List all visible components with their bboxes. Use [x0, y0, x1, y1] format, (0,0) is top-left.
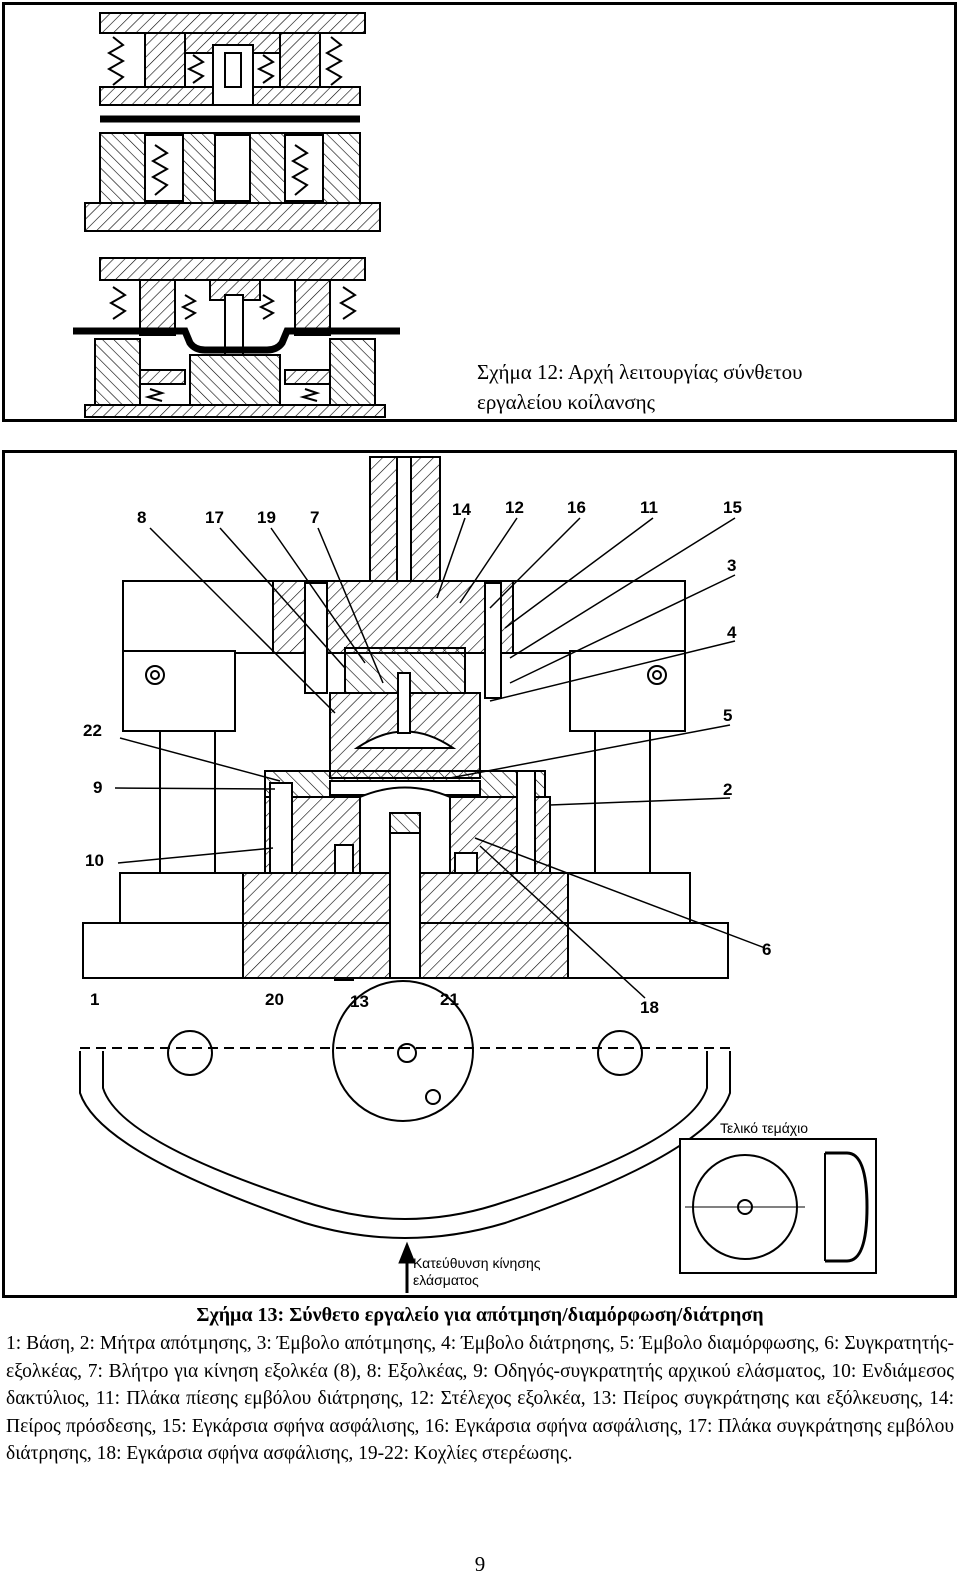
callout-9: 9: [93, 778, 102, 797]
callout-7: 7: [310, 508, 319, 527]
callout-2: 2: [723, 780, 732, 799]
strip-layout: [79, 980, 731, 1239]
figure-13-legend: 1: Βάση, 2: Μήτρα απότμησης, 3: Έμβολο α…: [6, 1333, 954, 1464]
tool-closed-state: [73, 257, 400, 418]
callout-3: 3: [727, 556, 736, 575]
tool-open-state: [84, 12, 381, 232]
figure-12-drawing: [73, 12, 400, 418]
callout-16: 16: [567, 498, 586, 517]
callout-20: 20: [265, 990, 284, 1009]
final-part-box: [679, 1138, 877, 1274]
callout-13: 13: [350, 992, 369, 1011]
page-number: 9: [474, 1552, 486, 1576]
callout-21: 21: [440, 990, 459, 1009]
callout-14: 14: [452, 500, 471, 519]
callout-17: 17: [205, 508, 224, 527]
callout-numbers: 8 17 19 7 14 12 16 11 15 3 4 22 5 9 2 10…: [83, 498, 771, 1017]
callout-10: 10: [85, 851, 104, 870]
callout-11: 11: [640, 498, 658, 517]
die-assembly: [82, 456, 729, 981]
callout-5: 5: [723, 706, 732, 725]
figure-12-caption: Σχήμα 12: Αρχή λειτουργίας σύνθετου εργα…: [477, 357, 803, 417]
figure-13-caption: Σχήμα 13: Σύνθετο εργαλείο για απότμηση/…: [196, 1304, 764, 1326]
figure-12-caption-line2: εργαλείου κοίλανσης: [477, 390, 655, 414]
figure-13-frame: 8 17 19 7 14 12 16 11 15 3 4 22 5 9 2 10…: [2, 450, 957, 1298]
figure-12-frame: Σχήμα 12: Αρχή λειτουργίας σύνθετου εργα…: [2, 2, 957, 422]
callout-8: 8: [137, 508, 146, 527]
final-part-label: Τελικό τεμάχιο: [720, 1120, 808, 1136]
figure-13-drawing: 8 17 19 7 14 12 16 11 15 3 4 22 5 9 2 10…: [79, 456, 877, 1293]
callout-6: 6: [762, 940, 771, 959]
callout-4: 4: [727, 623, 737, 642]
callout-15: 15: [723, 498, 742, 517]
callout-1: 1: [90, 990, 99, 1009]
callout-19: 19: [257, 508, 276, 527]
callout-22: 22: [83, 721, 102, 740]
figure-12-caption-line1: Σχήμα 12: Αρχή λειτουργίας σύνθετου: [477, 360, 803, 384]
callout-18: 18: [640, 998, 659, 1017]
callout-12: 12: [505, 498, 524, 517]
direction-label-line1: Κατεύθυνση κίνησης: [413, 1255, 541, 1271]
callout-leaders: [114, 517, 766, 999]
direction-label-line2: ελάσματος: [413, 1272, 479, 1288]
direction-arrow: [398, 1241, 416, 1293]
